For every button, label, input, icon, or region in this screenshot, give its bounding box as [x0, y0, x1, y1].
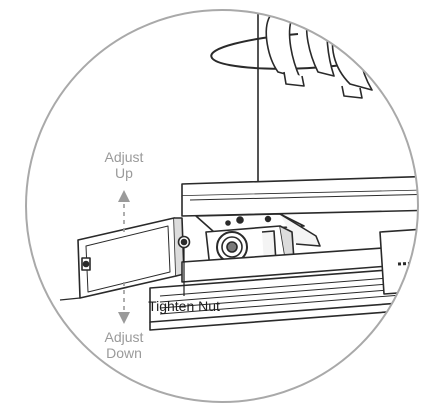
adjust-up-label-line2: Up: [115, 165, 133, 181]
adjust-down-label-line1: Adjust: [105, 329, 144, 345]
wire-hanger: [210, 11, 418, 99]
shelf: [181, 175, 418, 217]
frame-circle: [25, 9, 419, 403]
adjust-up-arrow: [118, 190, 130, 232]
adjust-down-arrow: [118, 282, 130, 324]
adjust-up-label-line1: Adjust: [105, 149, 144, 165]
base-rail: [149, 243, 418, 331]
adjust-down-label-line2: Down: [106, 345, 142, 361]
tighten-nut-label: Tighten Nut: [148, 298, 220, 314]
nut-part: [177, 235, 191, 249]
